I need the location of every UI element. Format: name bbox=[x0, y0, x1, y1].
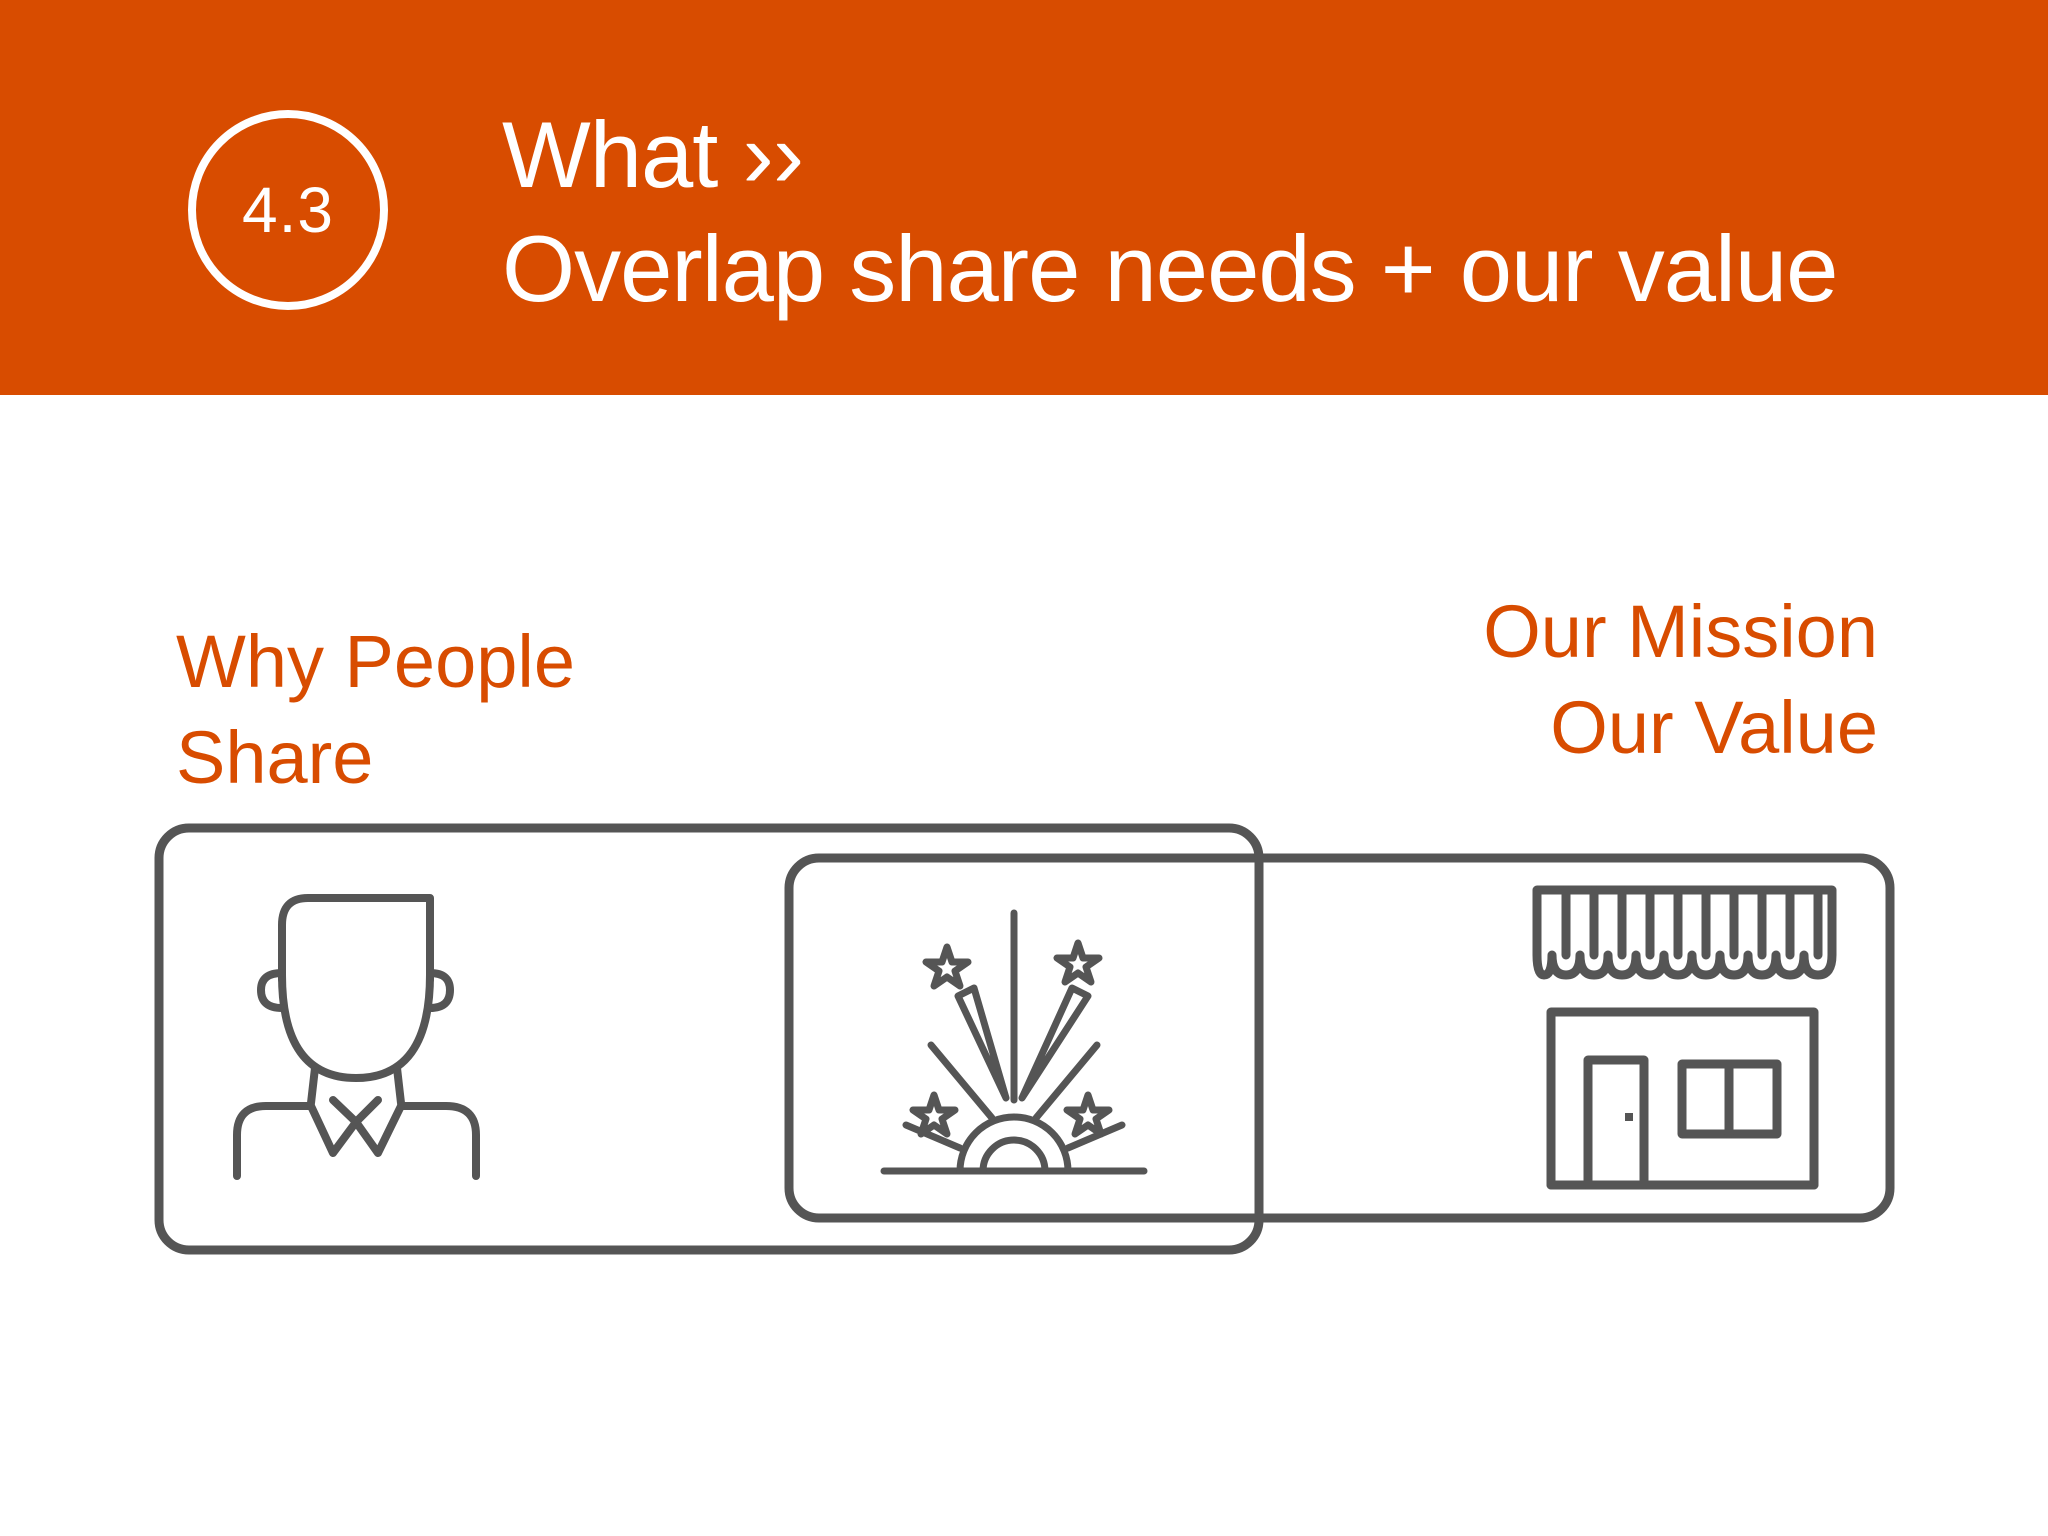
title-line-1: What ›› bbox=[502, 102, 804, 207]
left-label-line-2: Share bbox=[176, 716, 374, 799]
left-label-line-1: Why People bbox=[176, 620, 575, 703]
storefront-icon bbox=[1532, 885, 1837, 1190]
why-people-share-label: Why People Share bbox=[176, 614, 575, 806]
person-icon bbox=[233, 894, 480, 1180]
fireworks-icon bbox=[880, 909, 1148, 1175]
our-mission-value-label: Our Mission Our Value bbox=[1483, 584, 1878, 776]
right-label-line-1: Our Mission bbox=[1483, 590, 1878, 673]
header-banner: 4.3 What ›› Overlap share needs + our va… bbox=[0, 0, 2048, 395]
why-people-share-box bbox=[154, 823, 1264, 1255]
right-label-line-2: Our Value bbox=[1550, 686, 1878, 769]
section-number-badge: 4.3 bbox=[188, 110, 388, 310]
our-value-box bbox=[784, 853, 1895, 1223]
title-line-2: Overlap share needs + our value bbox=[502, 216, 1838, 321]
